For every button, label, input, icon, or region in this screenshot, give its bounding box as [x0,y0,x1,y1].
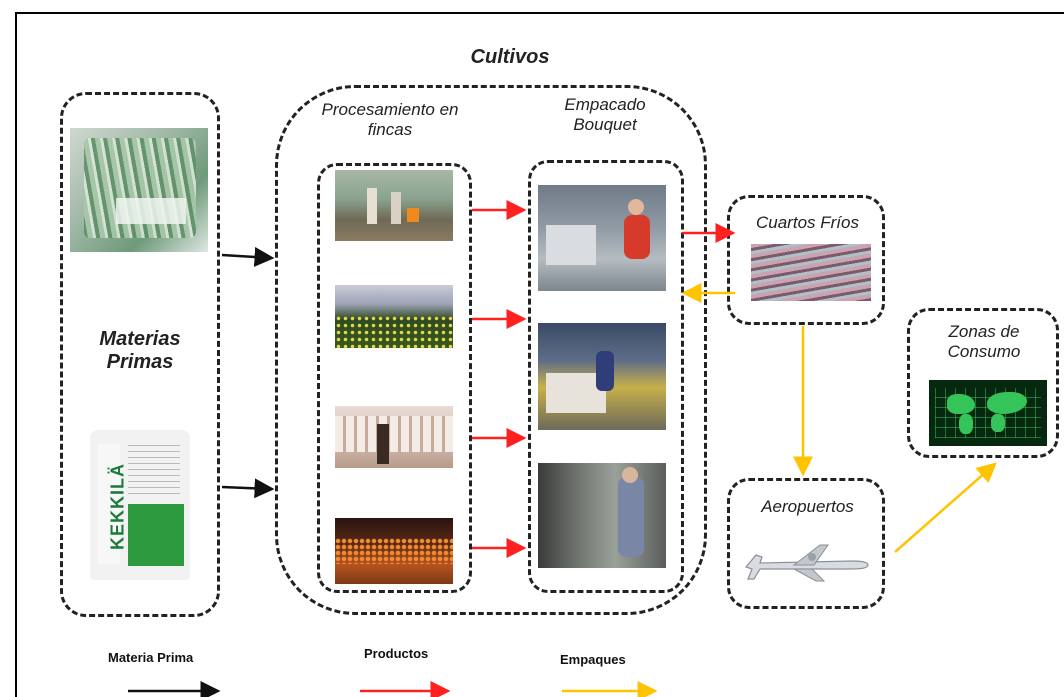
cuartos-frios-box [727,195,885,325]
empacado-label: Empacado Bouquet [564,95,646,134]
materias-primas-label: Materias Primas [99,328,181,373]
legend-productos: Productos [364,646,429,661]
procesamiento-label: Procesamiento en fincas [321,100,459,139]
aeropuertos-label: Aeropuertos [761,497,854,516]
finca-photo-2 [335,285,453,348]
arrow-empaque-3 [894,462,997,553]
cuartos-frios-label: Cuartos Fríos [756,213,859,232]
airplane-icon [744,544,869,582]
legend-empaques: Empaques [560,652,626,667]
zonas-consumo-label: Zonas de Consumo [947,322,1021,361]
cultivos-title: Cultivos [470,46,550,68]
frame-top-border [15,12,1064,14]
empacado-photo-2 [538,323,666,430]
cuartos-frios-photo [751,244,871,301]
kekkila-brand-text: KEKKILÄ [107,463,128,550]
legend-materia-prima: Materia Prima [108,650,194,665]
world-map-photo [929,380,1047,446]
frame-left-border [15,12,17,697]
arrow-materia-2 [221,478,275,499]
empacado-box [528,160,684,593]
finca-photo-3 [335,406,453,468]
materias-primas-box [60,92,220,617]
kekkila-bag-photo: KEKKILÄ [90,430,190,580]
zonas-consumo-box [907,308,1059,458]
arrow-materia-1 [221,246,275,267]
empacado-photo-1 [538,185,666,291]
finca-photo-4 [335,518,453,584]
aeropuertos-box [727,478,885,609]
empacado-photo-3 [538,463,666,568]
seed-bag-photo [70,128,208,252]
procesamiento-box [317,163,472,593]
finca-photo-1 [335,170,453,241]
cultivos-box [275,85,707,615]
